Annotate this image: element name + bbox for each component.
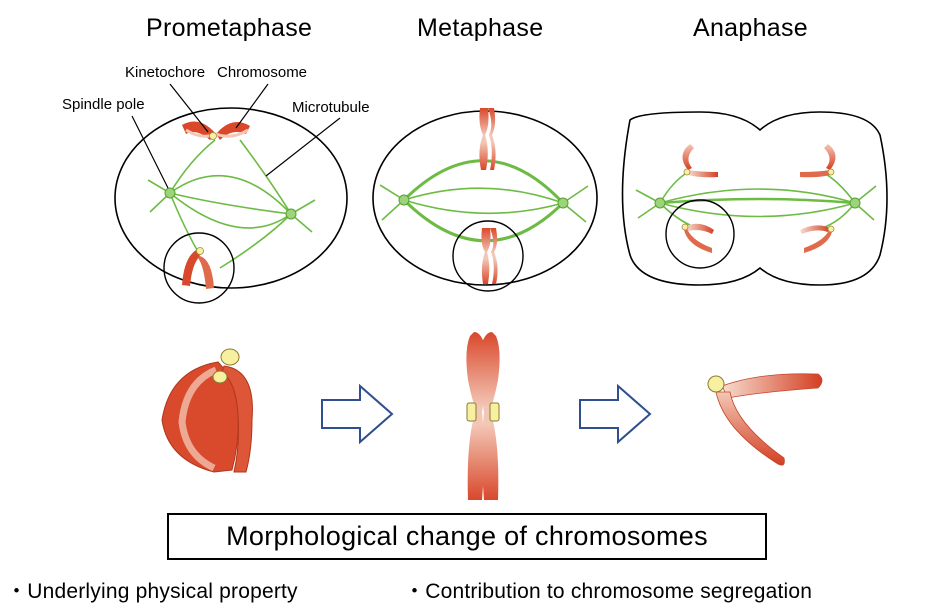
- anaphase-chromosome-bottom-right: [800, 225, 835, 253]
- anaphase-pole-left: [654, 197, 666, 209]
- metaphase-pole-right: [557, 197, 569, 209]
- zoom-circle-metaphase: [452, 220, 524, 292]
- prometaphase-chromosome-bottom: [182, 247, 214, 289]
- arrow-right-icon: [579, 383, 652, 445]
- anaphase-chromosome-top-left: [682, 144, 718, 178]
- label-chromosome: Chromosome: [217, 64, 308, 81]
- stage-title-prometaphase: Prometaphase: [146, 14, 313, 42]
- spindle-pole-right: [285, 208, 297, 220]
- main-title-box: Morphological change of chromosomes: [167, 513, 767, 560]
- anaphase-chromosome-bottom-left: [681, 223, 714, 253]
- zoom-circle-prometaphase: [163, 232, 235, 304]
- main-title: Morphological change of chromosomes: [226, 521, 708, 551]
- metaphase-pole-left: [398, 194, 410, 206]
- spindle-pole-left: [164, 187, 176, 199]
- enlarged-prometaphase-chromosome: [161, 348, 253, 473]
- stage-title-metaphase: Metaphase: [417, 14, 544, 42]
- bullet-physical-property: ・Underlying physical property: [6, 580, 298, 603]
- label-spindle-pole: Spindle pole: [62, 96, 145, 113]
- label-leader-lines: [131, 83, 341, 189]
- label-kinetochore: Kinetochore: [125, 64, 206, 81]
- anaphase-pole-right: [849, 197, 861, 209]
- zoom-circle-anaphase: [665, 199, 735, 269]
- bullet-chromosome-segregation: ・Contribution to chromosome segregation: [404, 580, 813, 603]
- anaphase-microtubules: [635, 171, 877, 229]
- prometaphase-microtubules: [147, 139, 316, 269]
- anaphase-chromosome-top-right: [800, 144, 836, 178]
- stage-title-anaphase: Anaphase: [693, 14, 808, 42]
- enlarged-anaphase-chromosome: [707, 373, 823, 466]
- metaphase-chromosome-top: [479, 108, 496, 170]
- prometaphase-chromosome-top: [182, 121, 250, 140]
- label-microtubule: Microtubule: [292, 99, 370, 116]
- anaphase-cell: [621, 111, 888, 286]
- metaphase-chromosome-bottom: [481, 228, 498, 284]
- prometaphase-cell: [114, 83, 348, 304]
- metaphase-cell: [372, 108, 598, 292]
- arrow-right-icon: [321, 383, 394, 445]
- enlarged-metaphase-chromosome: [466, 332, 500, 500]
